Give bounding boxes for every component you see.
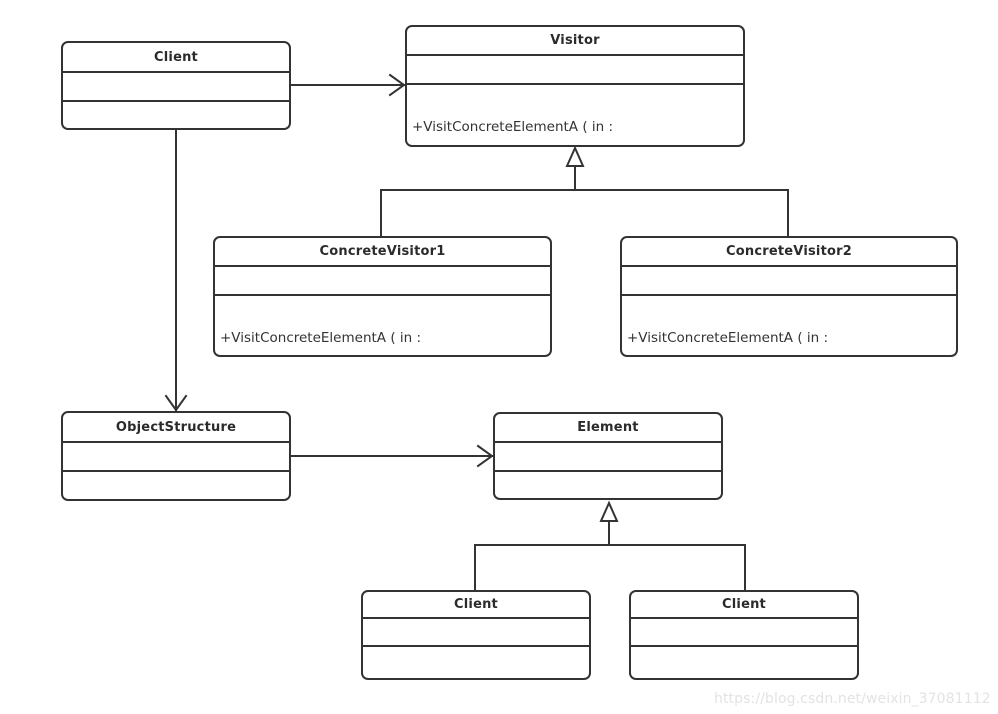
operation-line: +VisitConcreteElementA ( in : — [412, 119, 614, 135]
watermark-text: https://blog.csdn.net/weixin_37081112 — [714, 691, 991, 707]
class-operations-visitor: +VisitConcreteElementA ( in : ConcreteEl… — [407, 85, 743, 145]
class-box-client-bottom-left[interactable]: Client +Accept ( in visitor : Visitor ) … — [361, 590, 591, 680]
class-operations-element: +Accept ( in visitor : Visitor ) — [495, 472, 721, 498]
class-operations-concrete-visitor-1: +VisitConcreteElementA ( in : ConcreteEl… — [215, 296, 550, 355]
class-title-concrete-visitor-2: ConcreteVisitor2 — [622, 238, 956, 267]
class-operations-concrete-visitor-2: +VisitConcreteElementA ( in : ConcreteEl… — [622, 296, 956, 355]
class-title-element: Element — [495, 414, 721, 443]
class-box-element[interactable]: Element +Accept ( in visitor : Visitor ) — [493, 412, 723, 500]
class-box-concrete-visitor-1[interactable]: ConcreteVisitor1 +VisitConcreteElementA … — [213, 236, 552, 357]
class-title-visitor: Visitor — [407, 27, 743, 56]
class-box-client-bottom-right[interactable]: Client +Accept ( in visitor : Visitor ) … — [629, 590, 859, 680]
class-attributes-client-bottom-right — [631, 619, 857, 647]
class-attributes-visitor — [407, 56, 743, 85]
class-operations-client-bottom-right: +Accept ( in visitor : Visitor ) +Operat… — [631, 647, 857, 678]
arrowhead-hollow-triangle-element — [599, 500, 619, 522]
class-title-client-bottom-right: Client — [631, 592, 857, 619]
class-attributes-element — [495, 443, 721, 472]
class-operations-client-top — [63, 102, 289, 128]
class-attributes-concrete-visitor-1 — [215, 267, 550, 296]
operation-line: +VisitConcreteElementA ( in : — [220, 330, 422, 346]
class-attributes-client-top — [63, 73, 289, 102]
class-attributes-client-bottom-left — [363, 619, 589, 647]
class-operations-client-bottom-left: +Accept ( in visitor : Visitor ) +Operat… — [363, 647, 589, 678]
class-attributes-concrete-visitor-2 — [622, 267, 956, 296]
arrowhead-open-objectstructure-element — [476, 444, 494, 468]
class-box-object-structure[interactable]: ObjectStructure — [61, 411, 291, 501]
class-box-concrete-visitor-2[interactable]: ConcreteVisitor2 +VisitConcreteElementA … — [620, 236, 958, 357]
arrowhead-open-client-visitor — [388, 73, 406, 97]
arrowhead-hollow-triangle-visitor — [565, 145, 585, 167]
arrowhead-open-client-objectstructure — [164, 394, 188, 412]
class-title-client-top: Client — [63, 43, 289, 73]
class-attributes-object-structure — [63, 443, 289, 472]
class-box-visitor[interactable]: Visitor +VisitConcreteElementA ( in : Co… — [405, 25, 745, 147]
operation-line: +VisitConcreteElementA ( in : — [627, 330, 829, 346]
class-title-concrete-visitor-1: ConcreteVisitor1 — [215, 238, 550, 267]
class-title-client-bottom-left: Client — [363, 592, 589, 619]
class-operations-object-structure — [63, 472, 289, 499]
class-title-object-structure: ObjectStructure — [63, 413, 289, 443]
class-box-client-top[interactable]: Client — [61, 41, 291, 130]
